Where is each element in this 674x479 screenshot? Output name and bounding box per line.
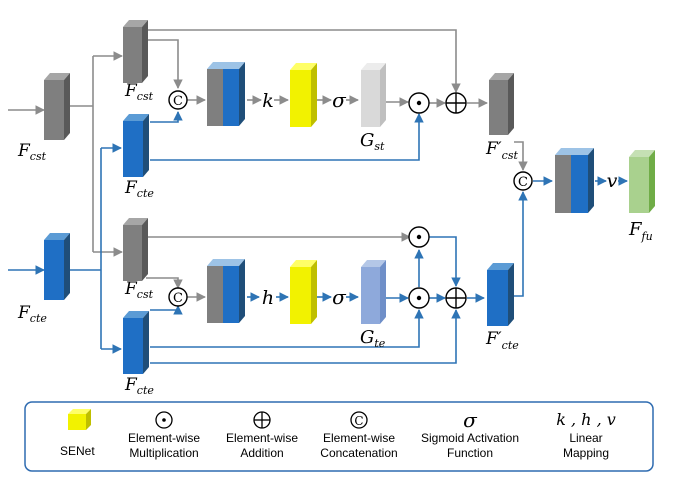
svg-text:C: C <box>173 291 183 306</box>
label-gate-te: Gte <box>360 327 386 350</box>
legend-linear: k , h , v Linear Mapping <box>556 410 616 460</box>
block-out-cte <box>487 263 514 326</box>
label-bot-cst: Fcst <box>124 279 154 301</box>
block-bot-cst <box>123 218 148 281</box>
svg-text:σ: σ <box>463 408 478 432</box>
op-sigma-top: σ <box>332 88 347 112</box>
block-bot-cte <box>123 311 149 374</box>
svg-text:k , h , v: k , h , v <box>556 410 616 429</box>
label-out-cte: F′cte <box>485 329 519 352</box>
legend-box <box>24 401 654 472</box>
legend-sigmoid: σ Sigmoid Activation Function <box>421 408 519 460</box>
block-fused <box>629 150 655 213</box>
stack-bottom <box>207 259 245 323</box>
svg-text:Mapping: Mapping <box>563 446 609 460</box>
label-out-cst: F′cst <box>485 139 518 162</box>
mult-top <box>408 92 430 114</box>
legend-senet: SENet <box>60 409 95 458</box>
svg-text:Sigmoid Activation: Sigmoid Activation <box>421 431 519 445</box>
legend-add: Element-wise Addition <box>226 411 298 460</box>
stack-final <box>555 148 594 213</box>
stack-top <box>207 62 245 126</box>
svg-text:Concatenation: Concatenation <box>320 446 397 460</box>
svg-text:Element-wise: Element-wise <box>323 431 395 445</box>
op-h: h <box>262 287 274 309</box>
block-top-cte <box>123 114 149 177</box>
blue-connections <box>8 111 628 364</box>
svg-text:Addition: Addition <box>240 446 283 460</box>
block-out-cst <box>489 73 514 135</box>
senet-bottom <box>290 260 317 324</box>
gray-connections <box>8 29 528 302</box>
op-k: k <box>262 90 274 112</box>
block-input-cte <box>44 233 70 300</box>
op-v: v <box>607 170 618 192</box>
label-fused: Ffu <box>628 219 653 243</box>
block-input-cst <box>44 73 70 140</box>
gate-st-block <box>361 63 386 127</box>
svg-text:Multiplication: Multiplication <box>129 446 198 460</box>
svg-text:SENet: SENet <box>60 444 95 458</box>
label-input-cte: Fcte <box>17 303 47 325</box>
mult-mid <box>408 226 430 248</box>
svg-text:C: C <box>518 175 528 190</box>
op-sigma-bottom: σ <box>332 285 347 309</box>
label-top-cst: Fcst <box>124 81 154 103</box>
label-top-cte: Fcte <box>124 178 154 200</box>
svg-text:Element-wise: Element-wise <box>226 431 298 445</box>
gate-te-block <box>361 260 386 324</box>
svg-text:Linear: Linear <box>569 431 602 445</box>
mult-bottom <box>408 287 430 309</box>
svg-text:C: C <box>354 414 363 428</box>
add-bottom <box>445 287 467 309</box>
senet-top <box>290 63 317 127</box>
concat-final: C <box>513 171 533 191</box>
add-top <box>445 92 467 114</box>
svg-text:Function: Function <box>447 446 493 460</box>
legend-mult: Element-wise Multiplication <box>128 411 200 460</box>
block-top-cst <box>123 20 148 83</box>
label-bot-cte: Fcte <box>124 375 154 397</box>
legend-concat: C Element-wise Concatenation <box>320 411 398 460</box>
concat-top: C <box>168 90 188 110</box>
svg-text:C: C <box>173 94 183 109</box>
concat-bottom: C <box>168 287 188 307</box>
label-gate-st: Gst <box>360 130 385 153</box>
label-input-cst: Fcst <box>17 141 47 163</box>
svg-text:Element-wise: Element-wise <box>128 431 200 445</box>
